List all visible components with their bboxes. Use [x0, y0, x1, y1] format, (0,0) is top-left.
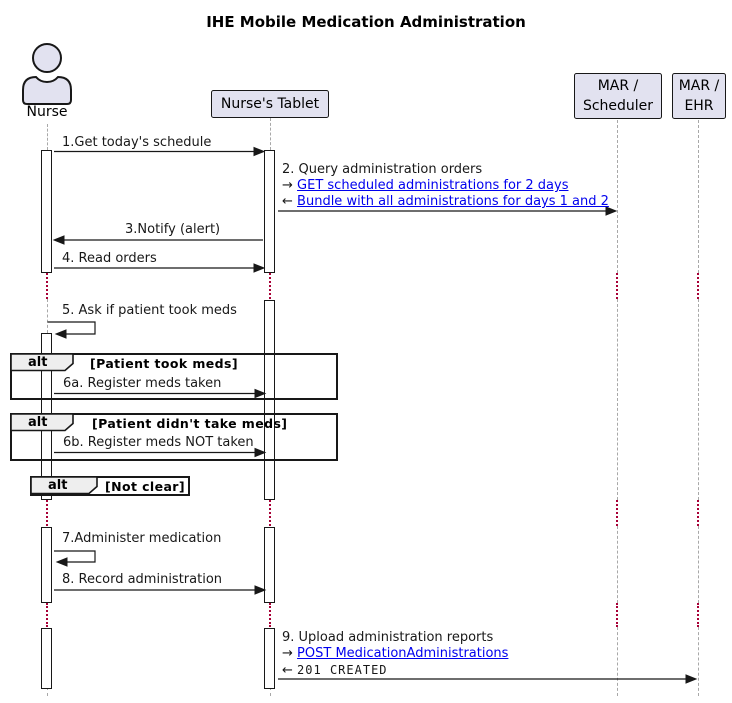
lifeline-ehr [698, 120, 699, 273]
lifeline-scheduler [617, 627, 618, 696]
lifeline-scheduler [617, 526, 618, 603]
actor-nurse-label: Nurse [26, 104, 68, 120]
participant-mar-ehr-line1: MAR / [678, 78, 720, 94]
lifeline-nurse [47, 687, 48, 696]
message-2-request: → GET scheduled administrations for 2 da… [282, 178, 609, 194]
message-1-label: 1.Get today's schedule [62, 135, 212, 150]
alt-operator-tab [10, 413, 74, 432]
message-3-label: 3.Notify (alert) [125, 222, 221, 237]
alt-guard-label: [Patient didn't take meds] [92, 416, 288, 431]
participant-nurses-tablet-label: Nurse's Tablet [220, 96, 320, 112]
alt-guard-label: [Patient took meds] [90, 356, 238, 371]
delay-band-2-scheduler [616, 500, 618, 526]
activation-tablet-2 [264, 300, 275, 500]
response-arrow-prefix: ← [282, 663, 293, 678]
delay-band-1-nurse [46, 273, 48, 299]
message-2-title: 2. Query administration orders [282, 162, 483, 177]
request-arrow-prefix: → [282, 178, 293, 193]
lifeline-scheduler [617, 299, 618, 500]
participant-nurses-tablet: Nurse's Tablet [211, 90, 329, 118]
activation-tablet-3 [264, 527, 275, 603]
delay-band-1-tablet [269, 273, 271, 299]
participant-mar-scheduler-line2: Scheduler [582, 98, 654, 114]
response-arrow-prefix: ← [282, 194, 293, 209]
message-5-label: 5. Ask if patient took meds [62, 303, 237, 318]
alt-fragment-patient-took-meds: alt [Patient took meds] [10, 353, 338, 400]
status-code-201-created: 201 CREATED [297, 663, 388, 677]
participant-mar-ehr: MAR / EHR [672, 73, 726, 119]
actor-nurse-icon [22, 43, 72, 105]
delay-band-2-nurse [46, 500, 48, 526]
message-9-label: 9. Upload administration reports → POST … [282, 630, 508, 679]
alt-operator-label: alt [28, 415, 48, 430]
message-9-title: 9. Upload administration reports [282, 630, 494, 645]
arrow-msg-7-self [54, 550, 96, 567]
activation-nurse-4 [41, 628, 52, 689]
activation-tablet-4 [264, 628, 275, 689]
lifeline-tablet [270, 687, 271, 696]
lifeline-ehr [698, 627, 699, 696]
message-7-label: 7.Administer medication [62, 531, 222, 546]
message-2-label: 2. Query administration orders → GET sch… [282, 162, 609, 210]
lifeline-nurse [47, 124, 48, 150]
alt-fragment-patient-didnt-take-meds: alt [Patient didn't take meds] [10, 413, 338, 461]
lifeline-nurse [47, 299, 48, 333]
delay-band-3-tablet [269, 603, 271, 627]
link-bundle-with-all-administrations[interactable]: Bundle with all administrations for days… [297, 194, 609, 209]
arrow-msg-5-self [47, 321, 96, 339]
delay-band-3-scheduler [616, 603, 618, 627]
lifeline-scheduler [617, 120, 618, 273]
activation-tablet-1 [264, 150, 275, 273]
activation-nurse-1 [41, 150, 52, 273]
delay-band-3-nurse [46, 603, 48, 627]
activation-nurse-3 [41, 527, 52, 603]
message-9-response: ← 201 CREATED [282, 662, 508, 679]
lifeline-tablet [270, 118, 271, 150]
alt-operator-tab [30, 476, 98, 495]
message-4-label: 4. Read orders [62, 251, 157, 266]
lifeline-ehr [698, 299, 699, 500]
delay-band-1-ehr [697, 273, 699, 299]
alt-operator-tab [10, 353, 74, 372]
alt-operator-label: alt [28, 355, 48, 370]
link-post-medication-administrations[interactable]: POST MedicationAdministrations [297, 646, 509, 661]
diagram-title: IHE Mobile Medication Administration [206, 13, 526, 31]
delay-band-1-scheduler [616, 273, 618, 299]
participant-mar-ehr-line2: EHR [684, 98, 714, 114]
participant-mar-scheduler-line1: MAR / [597, 78, 639, 94]
message-6a-label: 6a. Register meds taken [63, 376, 222, 391]
alt-guard-label: [Not clear] [105, 479, 185, 494]
lifeline-ehr [698, 526, 699, 603]
message-6b-label: 6b. Register meds NOT taken [63, 435, 254, 450]
message-2-response: ← Bundle with all administrations for da… [282, 194, 609, 210]
message-8-label: 8. Record administration [62, 572, 223, 587]
request-arrow-prefix: → [282, 646, 293, 661]
alt-operator-label: alt [48, 478, 68, 493]
participant-mar-scheduler: MAR / Scheduler [574, 73, 662, 119]
delay-band-3-ehr [697, 603, 699, 627]
link-get-scheduled-administrations[interactable]: GET scheduled administrations for 2 days [297, 178, 569, 193]
alt-fragment-not-clear: alt [Not clear] [30, 476, 190, 496]
delay-band-2-ehr [697, 500, 699, 526]
message-9-request: → POST MedicationAdministrations [282, 646, 508, 662]
delay-band-2-tablet [269, 500, 271, 526]
